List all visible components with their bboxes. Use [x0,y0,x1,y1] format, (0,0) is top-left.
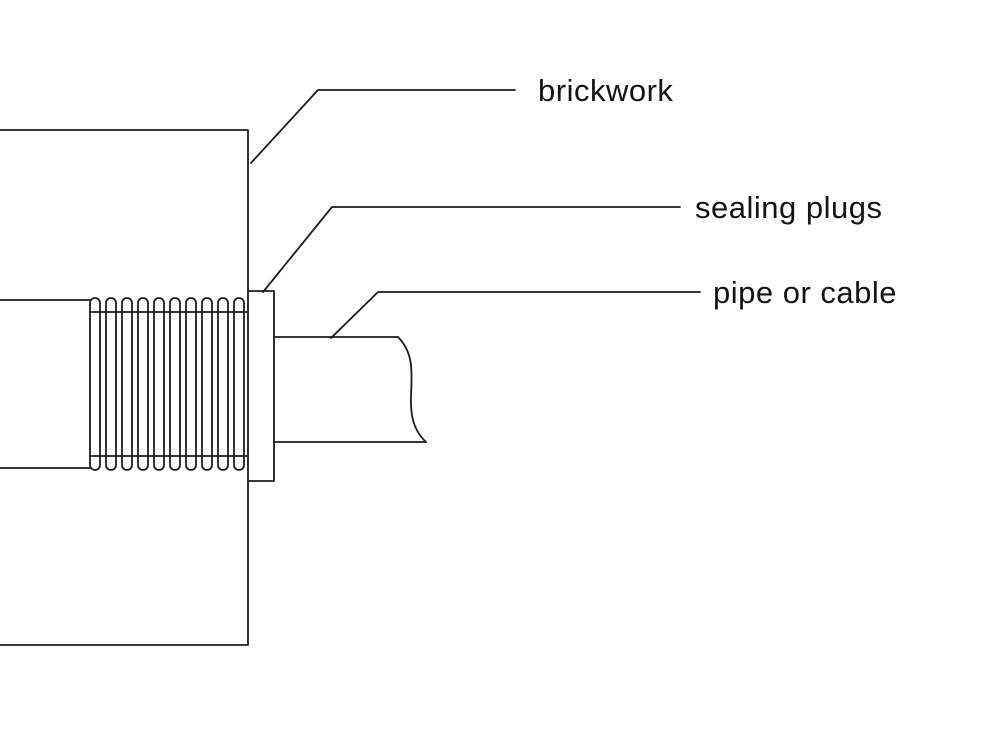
label-brickwork: brickwork [538,73,673,108]
drawing-root [0,89,701,646]
pipe-break-line [397,336,427,443]
leader-line-sealing-plugs [262,206,681,293]
thread-rib [233,297,245,471]
sealing-plug-threads [89,297,249,471]
leader-line-pipe-or-cable [330,291,701,339]
brickwork-outline [0,129,249,646]
thread-rib [121,297,133,471]
leader-line-brickwork [250,89,516,164]
label-pipe-or-cable: pipe or cable [713,275,897,310]
thread-rib [185,297,197,471]
thread-rib [89,297,101,471]
label-sealing-plugs: sealing plugs [695,190,882,225]
pipe-or-cable-drawing [273,336,427,443]
thread-rib [169,297,181,471]
thread-rib [201,297,213,471]
thread-rib [153,297,165,471]
thread-rib [217,297,229,471]
thread-rib [105,297,117,471]
thread-rib [137,297,149,471]
sealing-plug-flange [247,290,275,482]
